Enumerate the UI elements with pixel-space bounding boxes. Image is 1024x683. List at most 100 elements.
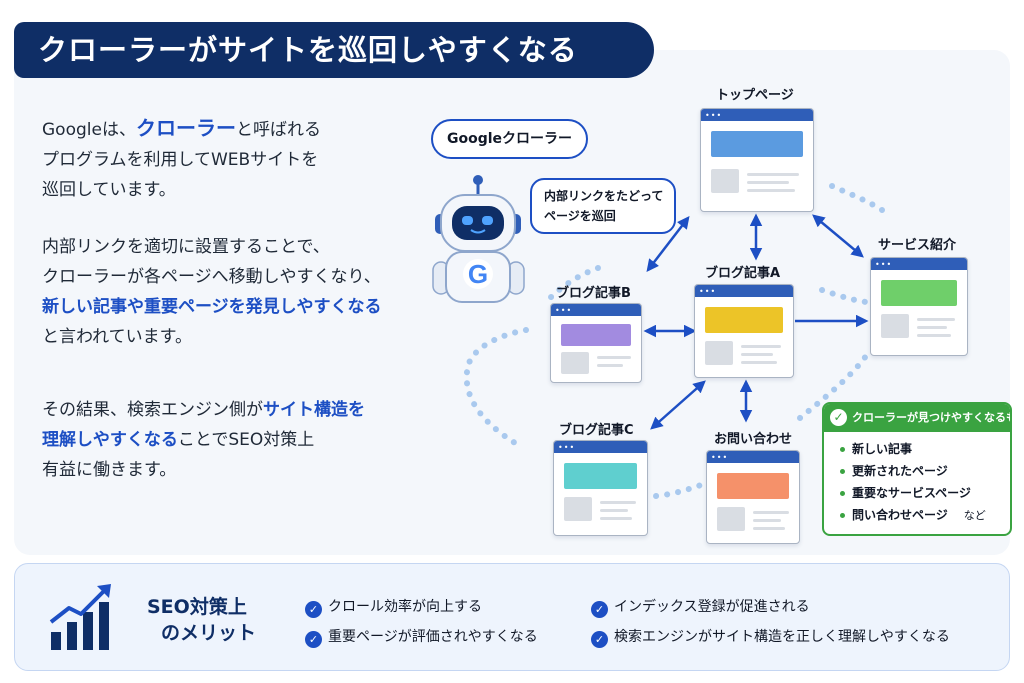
crawl-path-top-service (829, 183, 885, 213)
check-circle-icon: ✓ (305, 631, 322, 648)
robot-visor (452, 206, 504, 240)
crawl-path-dots (463, 183, 885, 499)
intro-paragraph-3: その結果、検索エンジン側がサイト構造を 理解しやすくなることでSEO対策上 有益… (42, 395, 365, 485)
label-blog-c: ブログ記事C (559, 423, 634, 438)
merit-item: ✓ クロール効率が向上する (305, 596, 482, 618)
intro-highlight-structure: サイト構造を (263, 400, 365, 420)
checklist-item: 問い合わせページなど (840, 504, 1010, 527)
arrow-top-blogb (646, 216, 690, 272)
page-card-blog-c: ••• (553, 440, 648, 536)
merit-title-line: のメリット (161, 622, 257, 644)
checklist-item-text: 重要なサービスページ (852, 486, 971, 500)
card-line (917, 326, 947, 329)
page-card-top: ••• (700, 108, 814, 212)
page-card-blog-a: ••• (694, 284, 794, 378)
check-circle-icon: ✓ (305, 601, 322, 618)
intro-text: Googleは、 (42, 120, 136, 140)
card-line (747, 189, 795, 192)
arrow-top-service (812, 214, 864, 258)
card-line (600, 501, 636, 504)
card-line (753, 511, 789, 514)
card-banner (881, 280, 957, 306)
card-thumbnail (717, 507, 745, 531)
robot-antenna (473, 175, 483, 185)
merit-title: SEO対策上 のメリット (147, 594, 256, 646)
checklist-item-text: 新しい記事 (852, 442, 913, 456)
browser-bar: ••• (871, 258, 967, 270)
merit-item-text: クロール効率が向上する (328, 599, 482, 615)
label-top-page: トップページ (716, 88, 794, 103)
card-line (600, 509, 628, 512)
card-thumbnail (705, 341, 733, 365)
card-line (753, 519, 781, 522)
merit-item-text: 検索エンジンがサイト構造を正しく理解しやすくなる (614, 629, 950, 645)
checklist-item: 更新されたページ (840, 460, 1010, 482)
crawl-path-right-edge (819, 287, 869, 305)
intro-text: 有益に働きます。 (42, 460, 177, 480)
robot-eye-left (462, 216, 473, 225)
card-thumbnail (881, 314, 909, 338)
page-title: クローラーがサイトを巡回しやすくなる (14, 22, 654, 78)
card-line (741, 345, 781, 348)
checklist-item: 新しい記事 (840, 438, 1010, 460)
browser-bar: ••• (551, 304, 641, 316)
speech-bubble: 内部リンクをたどって ページを巡回 (530, 178, 676, 234)
merit-item-text: インデックス登録が促進される (614, 599, 810, 615)
browser-bar: ••• (707, 451, 799, 463)
intro-paragraph-1: Googleは、クローラーと呼ばれる プログラムを利用してWEBサイトを 巡回し… (42, 113, 321, 205)
robot-eye-right (482, 216, 493, 225)
checklist-item-text: 更新されたページ (852, 464, 948, 478)
intro-text: と呼ばれる (235, 120, 321, 140)
card-line (597, 356, 631, 359)
check-circle-icon: ✓ (591, 601, 608, 618)
intro-text: クローラーが各ページへ移動しやすくなり、 (42, 267, 381, 287)
checklist-heading-text: クローラーが見つけやすくなるもの (852, 411, 1012, 424)
robot-illustration: G (432, 175, 525, 303)
link-arrows (643, 213, 869, 430)
intro-highlight-discover: 新しい記事や重要ページを発見しやすくなる (42, 297, 382, 317)
crawler-name: Googleクローラー (446, 131, 573, 147)
card-line (753, 527, 785, 530)
growth-chart-icon (49, 584, 111, 650)
intro-highlight-crawler: クローラー (135, 116, 236, 140)
intro-text: ことでSEO対策上 (177, 430, 315, 450)
intro-text: と言われています。 (42, 327, 192, 347)
checklist-suffix: など (963, 509, 986, 522)
crawl-path-left-loop (463, 327, 529, 449)
merit-panel: SEO対策上 のメリット ✓ クロール効率が向上する ✓ 重要ページが評価されやすく… (14, 563, 1010, 671)
page-card-service: ••• (870, 257, 968, 356)
card-line (741, 353, 773, 356)
intro-text: プログラムを利用してWEBサイトを (42, 150, 319, 170)
label-blog-a: ブログ記事A (705, 266, 781, 281)
card-line (917, 334, 951, 337)
card-line (741, 361, 777, 364)
speech-line: ページを巡回 (544, 209, 616, 223)
card-banner (705, 307, 783, 333)
crawl-path-contact-service (797, 353, 869, 421)
findable-checklist: ✓ クローラーが見つけやすくなるもの 新しい記事 更新されたページ 重要なサービ… (822, 402, 1012, 536)
intro-paragraph-2: 内部リンクを適切に設置することで、 クローラーが各ページへ移動しやすくなり、 新… (42, 232, 382, 352)
merit-item: ✓ 重要ページが評価されやすくなる (305, 626, 538, 648)
browser-bar: ••• (554, 441, 647, 453)
card-thumbnail (711, 169, 739, 193)
intro-text: 巡回しています。 (42, 180, 176, 200)
intro-highlight-understand: 理解しやすくなる (42, 430, 178, 450)
crawl-path-robot-blogb (545, 265, 601, 303)
card-banner (564, 463, 637, 489)
card-line (917, 318, 955, 321)
checklist-item: 重要なサービスページ (840, 482, 1010, 504)
card-line (747, 173, 799, 176)
card-banner (717, 473, 789, 499)
robot-logo-letter: G (468, 259, 488, 289)
card-line (747, 181, 789, 184)
speech-line: 内部リンクをたどって (544, 189, 664, 203)
arrow-bloga-blogc (650, 380, 706, 430)
browser-bar: ••• (695, 285, 793, 297)
checkmark-icon: ✓ (830, 409, 847, 426)
card-line (597, 364, 623, 367)
card-thumbnail (561, 352, 589, 374)
merit-title-line: SEO対策上 (147, 596, 247, 618)
card-thumbnail (564, 497, 592, 521)
merit-item-text: 重要ページが評価されやすくなる (328, 629, 538, 645)
